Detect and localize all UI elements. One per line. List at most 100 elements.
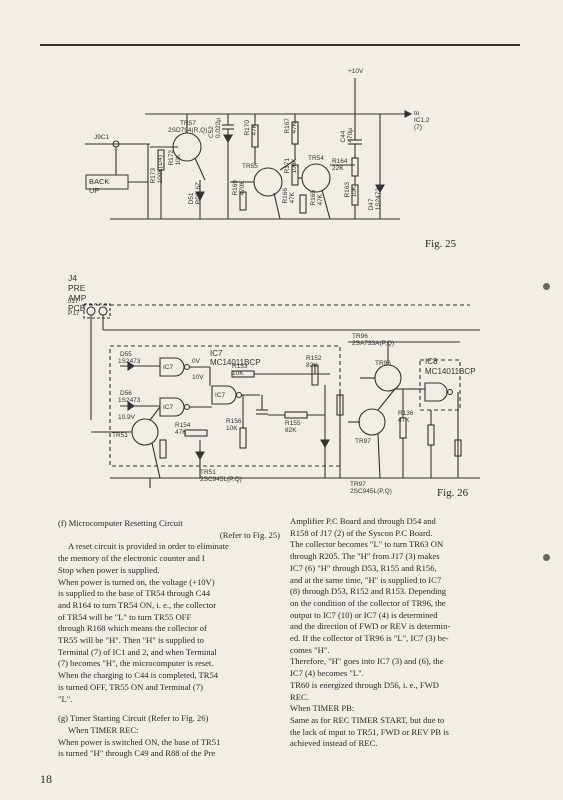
- text-line: and at the same time, "H" is supplied to…: [290, 574, 442, 585]
- label-tr51-part: TR51 2SC945L(P,Q): [200, 469, 242, 483]
- section-f-heading: (f) Microcomputer Resetting Circuit: [58, 518, 183, 528]
- section-f-body: A reset circuit is provided in order to …: [58, 541, 280, 705]
- label-r156: R156 10K: [226, 418, 242, 432]
- text-line: ed. If the collector of TR96 is "L", IC7…: [290, 633, 449, 644]
- ic7-title: IC7 MC14011BCP: [210, 349, 261, 367]
- label-r164: R164 22K: [332, 158, 348, 172]
- label-tr97: TR97: [355, 438, 371, 445]
- ic8-part: MC14011BCP: [425, 367, 476, 376]
- punch-hole-top: [543, 283, 550, 290]
- label-p17: P17: [68, 310, 80, 317]
- text-line: and the direction of FWD or REV is deter…: [290, 621, 451, 632]
- fig25-caption: Fig. 25: [425, 238, 457, 250]
- text-line: A reset circuit is provided in order to …: [68, 541, 229, 552]
- label-r172: R172 10K: [168, 150, 182, 166]
- label-d47: D47 1S2473: [368, 187, 382, 211]
- label-c44: C44 470μ: [340, 128, 354, 143]
- text-line: R158 of J17 (2) of the Syscon P.C Board.: [290, 527, 433, 538]
- when-timer-pb-heading: When TIMER PB:: [290, 703, 355, 714]
- text-line: Amplifier P.C Board and through D54 and: [290, 516, 436, 526]
- text-line: Same as for REC TIMER START, but due to: [290, 714, 445, 725]
- label-10-9v: 10.9V: [118, 414, 135, 421]
- text-line: REC.: [290, 691, 309, 702]
- label-d51: D51 RD5.6Z: [188, 181, 202, 205]
- label-r163: R163 10K: [344, 182, 358, 198]
- text-line: on the condition of the collector of TR9…: [290, 597, 446, 608]
- text-line: output to IC7 (10) or IC7 (4) is determi…: [290, 609, 438, 620]
- text-line: When the charging to C44 is completed, T…: [58, 670, 219, 681]
- text-line: When power is turned on, the voltage (+1…: [58, 576, 215, 587]
- label-r165: R165 47K: [310, 190, 324, 206]
- label-d56-part: 1S2473: [118, 397, 141, 404]
- label-tr97-part: TR97 2SC945L(P,Q): [350, 481, 392, 495]
- label-tr96-part: TR96 2SA733A(P,Q): [352, 333, 395, 347]
- label-10v: +10V: [348, 68, 364, 75]
- text-line: is turned "H" through C49 and R88 of the…: [58, 748, 216, 759]
- section-g-subheading: When TIMER REC:: [68, 724, 139, 735]
- text-line: comes "H".: [290, 644, 330, 655]
- label-tr96: TR96: [375, 360, 391, 367]
- text-line: "L".: [58, 693, 73, 704]
- label-r169: R169 470K: [232, 180, 246, 196]
- label-j4: J4 PRE AMP PCB: [68, 273, 87, 313]
- label-j17: J17: [68, 298, 79, 305]
- text-line: IC7 (6) "H" through D53, R155 and R156,: [290, 562, 437, 573]
- label-tr54: TR54: [308, 155, 324, 162]
- label-r167: R167 47K: [284, 118, 298, 134]
- section-g-heading: (g) Timer Starting Circuit (Refer to Fig…: [58, 713, 209, 724]
- text-line: The collector becomes "L" to turn TR63 O…: [290, 539, 444, 550]
- text-line: through R205. The "H" from J17 (3) makes: [290, 551, 440, 562]
- label-c52: C52 0.022μ: [208, 118, 222, 139]
- section-f-ref: (Refer to Fig. 25): [219, 529, 280, 540]
- text-line: through R168 which means the collector o…: [58, 623, 207, 634]
- text-line: TR55 will be "H". Then "H" is supplied t…: [58, 635, 204, 646]
- text-line: the memory of the electronic counter and…: [58, 553, 205, 564]
- label-r171: R171 100K: [284, 158, 298, 174]
- gate2-label: IC7: [163, 404, 174, 411]
- text-line: achieved instead of REC.: [290, 738, 378, 749]
- header-rule: [40, 44, 520, 46]
- label-tr51: TR51: [112, 432, 128, 439]
- label-tr55: TR55: [242, 163, 258, 170]
- text-line: (8) through D53, R152 and R153. Dependin…: [290, 586, 447, 597]
- text-line: is turned OFF, TR55 ON and Terminal (7): [58, 681, 203, 692]
- text-line: and R164 to turn TR54 ON, i. e., the col…: [58, 599, 217, 610]
- label-j9c1: J9C1: [94, 134, 110, 141]
- label-d55: D55: [120, 351, 132, 358]
- page-number: 18: [40, 772, 52, 786]
- label-tr57-part: 2SD794(R,Q): [168, 127, 208, 134]
- label-ov: 0V: [192, 358, 200, 365]
- label-d56: D56: [120, 390, 132, 397]
- text-line: Terminal (7) of IC1 and 2, and when Term…: [58, 646, 217, 657]
- gate1-label: IC7: [163, 364, 174, 371]
- text-line: Stop when power is supplied.: [58, 564, 160, 575]
- label-r152: R152 82K: [306, 355, 322, 369]
- gate3-label: IC7: [215, 392, 226, 399]
- label-r166: R166 47K: [282, 188, 296, 204]
- label-d55-part: 1S2473: [118, 358, 141, 365]
- text-line: (7) becomes "H", the microcomputer is re…: [58, 658, 214, 669]
- label-r136: R136 47K: [398, 410, 414, 424]
- backup-box-label: BACK UP: [89, 177, 110, 195]
- label-to-ic: to IC1,2 (7): [414, 110, 430, 131]
- right-column: Amplifier P.C Board and through D54 and …: [290, 516, 516, 750]
- fig26-caption: Fig. 26: [437, 487, 469, 499]
- text-line: IC7 (4) becomes "L".: [290, 668, 364, 679]
- text-line: of TR54 will be "L" to turn TR55 OFF: [58, 611, 192, 622]
- text-line: When power is switched ON, the base of T…: [58, 736, 221, 747]
- text-line: TR60 is energized through D56, i. e., FW…: [290, 679, 440, 690]
- label-r173: R173 100K(1/4): [150, 154, 164, 184]
- label-tr57: TR57: [180, 120, 196, 127]
- punch-hole-bottom: [543, 554, 550, 561]
- left-column: (f) Microcomputer Resetting Circuit (Ref…: [58, 516, 280, 760]
- label-r153: R153 10K: [232, 363, 248, 377]
- label-10v-b: 10V: [192, 374, 204, 381]
- text-line: is supplied to the base of TR54 through …: [58, 588, 211, 599]
- text-line: Therefore, "H" goes into IC7 (3) and (6)…: [290, 656, 444, 667]
- label-r155: R155 82K: [285, 420, 301, 434]
- label-r170: R170 47K: [244, 120, 258, 136]
- text-line: the lack of input to TR51, FWD or REV PB…: [290, 726, 449, 737]
- label-r154: R154 47K: [175, 422, 191, 436]
- ic8-title: IC8: [425, 357, 438, 366]
